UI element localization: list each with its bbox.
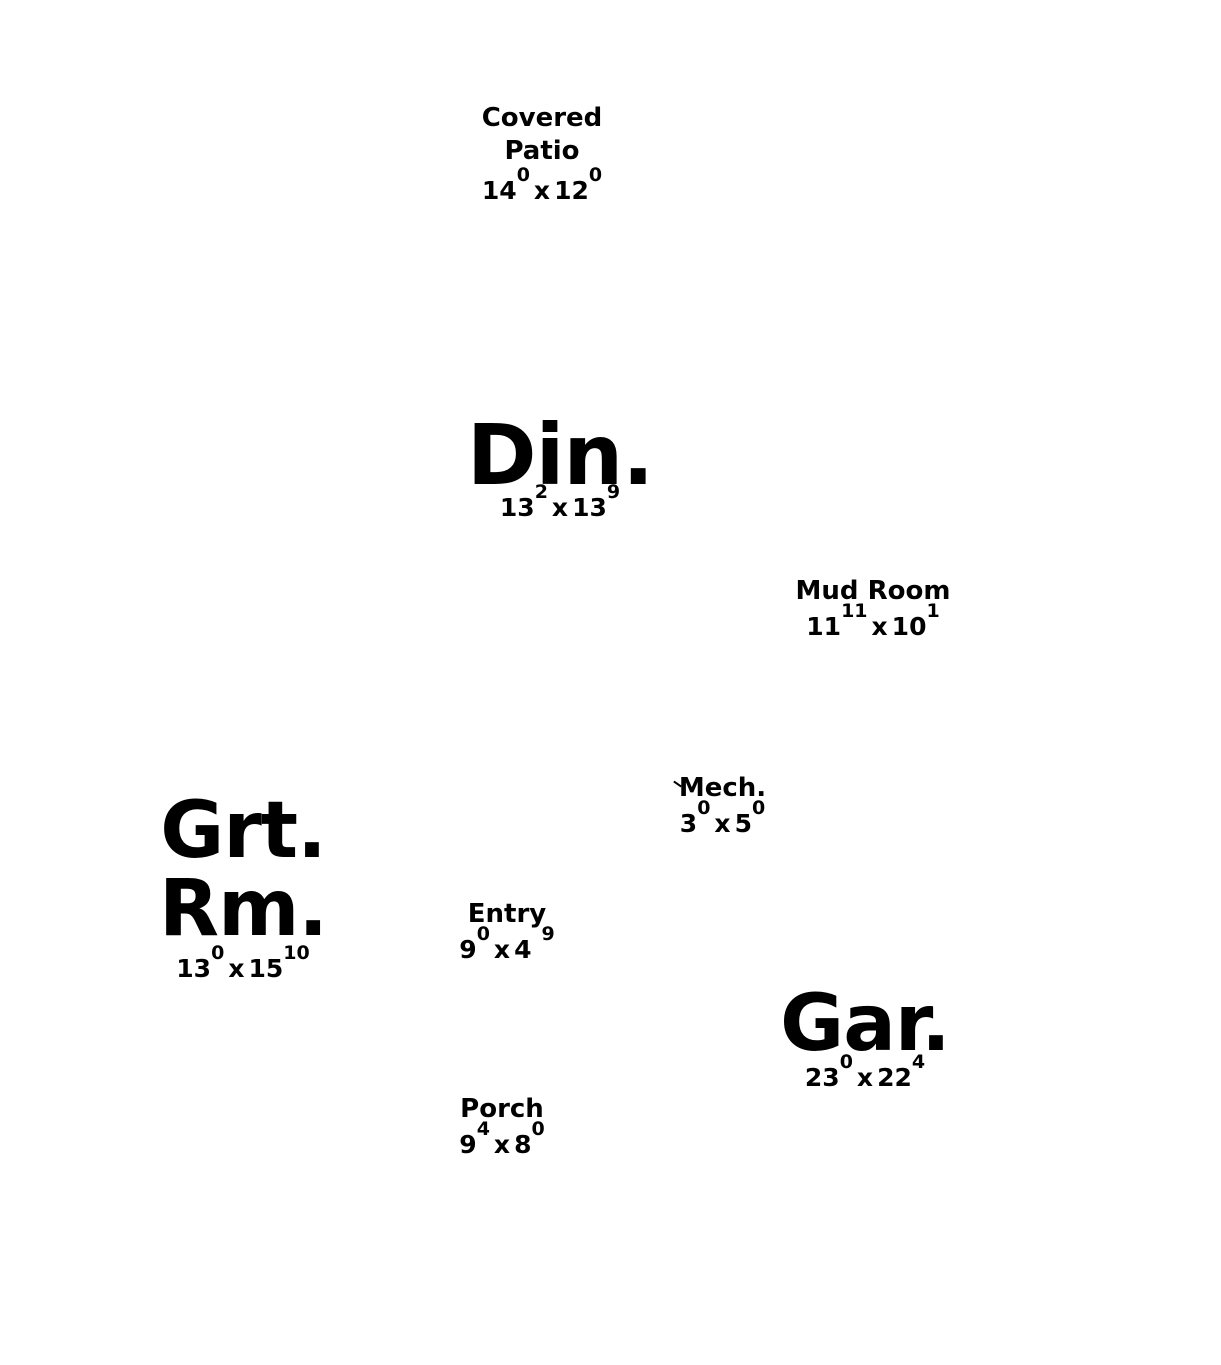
height-feet: 22 [877,1063,912,1092]
height-feet: 10 [891,612,927,641]
width-inches: 2 [534,480,548,503]
height-inches: 9 [541,922,555,945]
width-feet: 13 [176,954,212,983]
room-label: Entry [467,899,547,929]
width-feet: 9 [459,935,477,964]
height-feet: 4 [514,935,532,964]
height-inches: 0 [531,1117,545,1140]
width-feet: 11 [806,612,842,641]
dimension-separator: x [493,935,511,964]
room-label: Mech. [678,773,767,803]
height-feet: 5 [734,809,752,838]
height-inches: 0 [751,796,766,819]
dimension-separator: x [714,809,731,838]
width-inches: 0 [516,163,530,186]
width-feet: 23 [804,1063,840,1092]
dimension-separator: x [551,493,569,522]
room-label: Din. [466,406,654,504]
width-inches: 0 [211,941,225,964]
height-inches: 9 [606,480,621,503]
height-inches: 0 [588,163,603,186]
room-label: Gar. [780,979,951,1069]
room-label: Patio [504,136,580,166]
dimension-separator: x [871,612,888,641]
room-label: Mud Room [795,576,951,606]
height-feet: 15 [248,954,284,983]
dimension-separator: x [493,1130,511,1159]
room-label: Porch [460,1094,544,1124]
width-inches: 0 [839,1050,853,1073]
height-feet: 13 [572,493,607,522]
dimension-separator: x [228,954,245,983]
width-inches: 0 [476,922,490,945]
width-inches: 4 [476,1117,490,1140]
dimension-separator: x [856,1063,874,1092]
width-feet: 9 [459,1130,477,1159]
room-label: Covered [481,103,603,133]
width-feet: 13 [499,493,535,522]
height-inches: 1 [926,599,940,622]
width-inches: 0 [697,796,711,819]
dimension-separator: x [533,176,551,205]
width-feet: 14 [481,176,517,205]
height-inches: 4 [911,1050,926,1073]
width-feet: 3 [679,809,698,838]
room-label: Grt. Rm. [159,786,328,954]
height-feet: 12 [554,176,589,205]
height-inches: 10 [283,941,310,964]
height-feet: 8 [514,1130,532,1159]
width-inches: 11 [841,599,868,622]
